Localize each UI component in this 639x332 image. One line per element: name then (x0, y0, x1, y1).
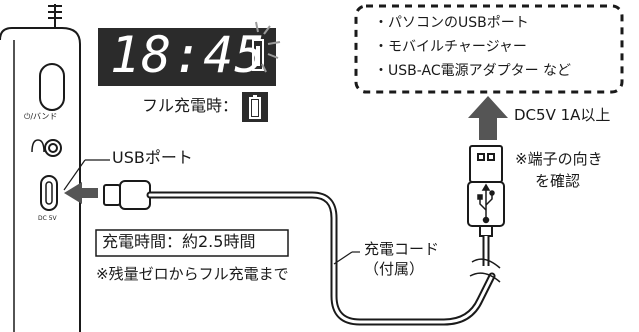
usb-port-leader (63, 159, 86, 191)
power-source-item-2: ・モバイルチャージャー (374, 39, 527, 55)
usb-c-plug (103, 180, 151, 210)
power-source-item-3: ・USB-AC電源アダプター など (374, 63, 572, 79)
power-band-button[interactable] (39, 63, 65, 111)
headphone-jack (44, 139, 62, 157)
usb-port-label: USBポート (112, 148, 193, 167)
headphone-icon (31, 139, 45, 153)
blink-icon (255, 21, 281, 73)
cable-leader (333, 251, 353, 265)
terminal-note-line2: を確認 (535, 172, 581, 190)
power-sources-box (354, 4, 624, 94)
dc-label: DC 5V (38, 215, 57, 222)
cable-break-icon (469, 258, 501, 283)
battery-icon (252, 36, 264, 71)
device-outline (0, 27, 81, 332)
full-charge-label: フル充電時： (142, 96, 239, 115)
charge-time-label: 充電時間：約2.5時間 (102, 232, 256, 251)
cable-label: 充電コード (364, 240, 440, 258)
insert-arrow-icon (64, 182, 98, 204)
clock-display: 18:45 (110, 26, 266, 84)
radio-device (0, 4, 81, 332)
terminal-note: ※端子の向き (515, 150, 603, 168)
up-arrow-icon (468, 96, 508, 140)
charge-time-box (95, 229, 289, 257)
usb-c-port (40, 175, 58, 211)
full-battery-icon (249, 95, 261, 119)
input-spec: DC5V 1A以上 (514, 106, 611, 124)
charge-time-note: ※残量ゼロからフル充電まで (96, 265, 289, 283)
power-source-item-1: ・パソコンのUSBポート (374, 15, 529, 31)
usb-symbol-icon (477, 183, 495, 224)
lcd-panel (98, 28, 276, 86)
cable-label-note: （付属） (364, 260, 425, 278)
power-band-label: ⏻/バンド (24, 112, 58, 121)
cable (146, 191, 496, 326)
